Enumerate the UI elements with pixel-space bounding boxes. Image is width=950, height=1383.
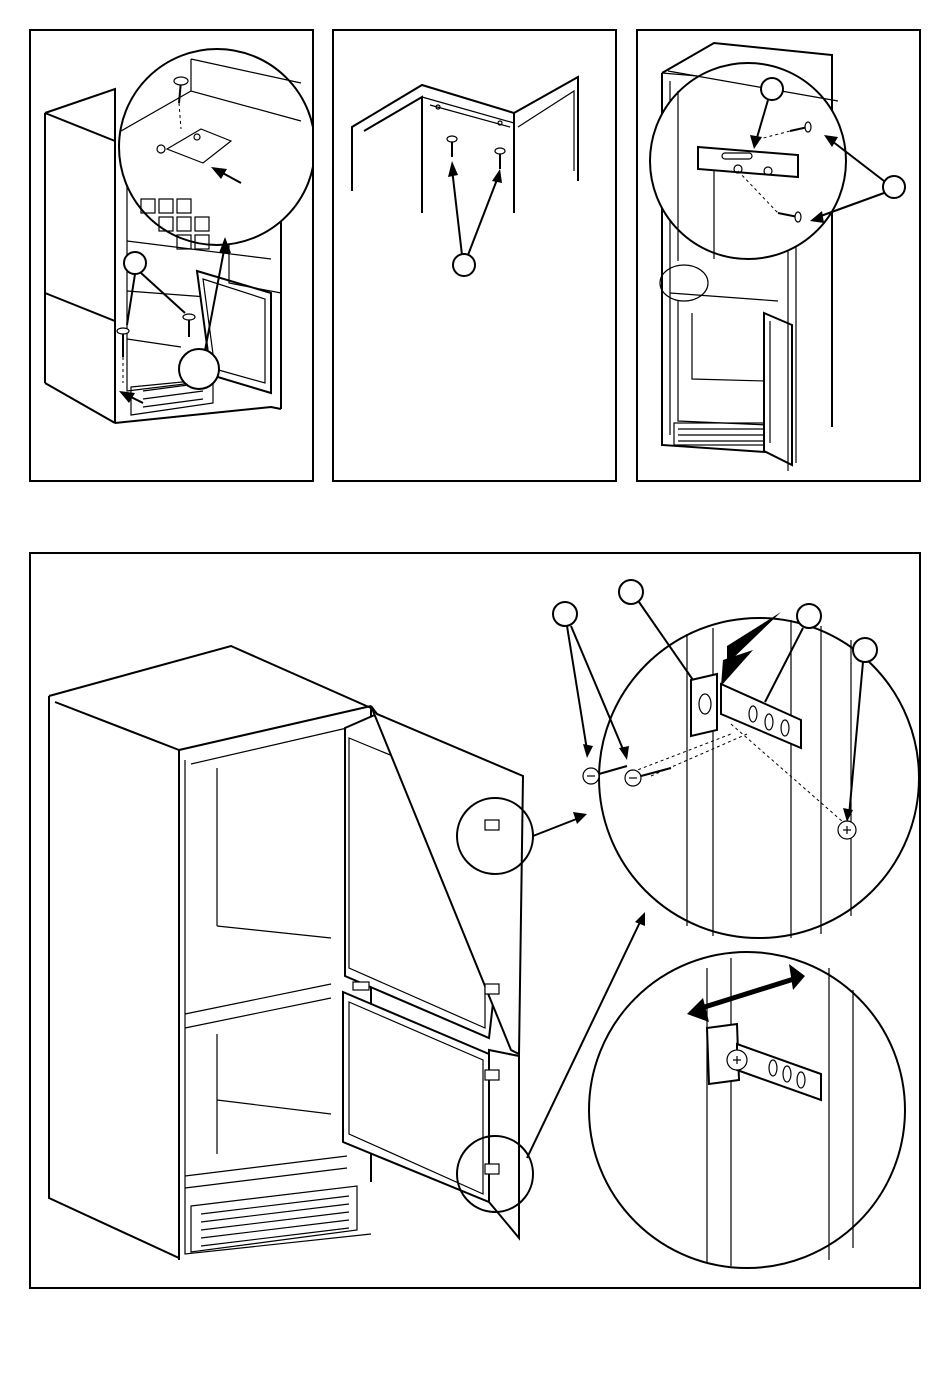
callout-circle-6 — [619, 580, 643, 604]
screw-icon — [183, 314, 195, 337]
detail-circle-lower — [589, 952, 905, 1268]
arrow-icon — [448, 161, 458, 177]
panel-2-illustration — [334, 31, 615, 480]
cabinet-top-outline — [352, 77, 578, 213]
plinth-grille — [674, 423, 774, 445]
callout-circle-4 — [883, 176, 905, 198]
cabinet-outline — [49, 646, 371, 1260]
panel-top-right — [636, 29, 921, 482]
arrow-icon — [492, 169, 502, 183]
panel-1-illustration — [31, 31, 312, 480]
panel-top-middle — [332, 29, 617, 482]
hinge-highlight-circle — [660, 265, 708, 301]
open-door-lower — [343, 992, 519, 1238]
hinge-icon — [691, 674, 717, 736]
callout-circle-1 — [124, 252, 146, 274]
hinge-highlight-circle — [179, 349, 219, 389]
callout-circle-3 — [761, 78, 783, 100]
detail-circle — [650, 63, 846, 261]
callout-circle-5 — [553, 602, 577, 626]
callout-circle-7 — [797, 604, 821, 628]
callout-circle-2 — [453, 254, 475, 276]
arrow-icon — [583, 744, 593, 758]
panel-4-illustration — [31, 554, 919, 1287]
plinth-grille — [191, 1186, 357, 1252]
detail-circle — [119, 49, 312, 249]
screw-icon — [838, 821, 856, 839]
panel-3-illustration — [638, 31, 919, 480]
panel-bottom — [29, 552, 921, 1289]
callout-circle-8 — [853, 638, 877, 662]
arrow-icon — [635, 912, 645, 926]
panel-top-left — [29, 29, 314, 482]
screw-icon — [495, 148, 505, 169]
screw-icon — [447, 136, 457, 157]
arrow-icon — [573, 812, 587, 824]
screw-icon — [727, 1050, 747, 1070]
